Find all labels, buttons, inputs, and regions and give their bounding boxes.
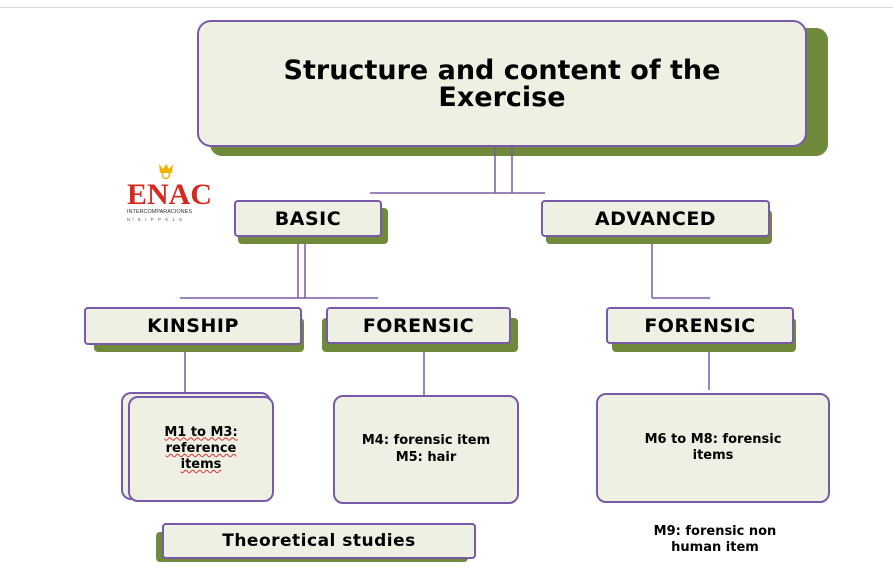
forensic-basic-label: FORENSIC — [362, 314, 475, 337]
kinship-label: KINSHIP — [147, 315, 239, 337]
advanced-box: ADVANCED — [541, 200, 770, 237]
diagram-title: Structure and content of the Exercise — [283, 54, 721, 113]
svg-text:Nº 8 / P P 0 1 9: Nº 8 / P P 0 1 9 — [127, 217, 183, 222]
basic-box: BASIC — [234, 200, 382, 237]
kinship-box: KINSHIP — [84, 307, 302, 345]
theoretical-label: Theoretical studies — [222, 531, 416, 551]
forensic-advanced-items-text: M6 to M8: forensic items — [644, 431, 782, 463]
forensic-basic-box: FORENSIC — [326, 307, 511, 344]
enac-logo: ENAC INTERCOMPARACIONES Nº 8 / P P 0 1 9 — [125, 162, 215, 226]
basic-label: BASIC — [274, 207, 342, 230]
forensic-advanced-box: FORENSIC — [606, 307, 794, 344]
advanced-label: ADVANCED — [594, 207, 717, 230]
forensic-basic-items-line1: M4: forensic item — [361, 433, 491, 449]
forensic-basic-items-line2: M5: hair — [395, 449, 457, 465]
theoretical-box: Theoretical studies — [162, 523, 476, 559]
forensic-advanced-label: FORENSIC — [644, 314, 756, 337]
top-divider — [0, 7, 893, 8]
enac-logo-graphic: ENAC INTERCOMPARACIONES Nº 8 / P P 0 1 9 — [127, 164, 212, 222]
forensic-advanced-items-box: M6 to M8: forensic items — [596, 393, 830, 503]
m9-text: M9: forensic non human item — [653, 524, 777, 555]
svg-text:ENAC: ENAC — [127, 178, 212, 211]
kinship-items-text: M1 to M3: reference items — [164, 424, 238, 473]
svg-text:INTERCOMPARACIONES: INTERCOMPARACIONES — [127, 209, 192, 215]
forensic-basic-items-box: M4: forensic item M5: hair — [333, 395, 519, 504]
m9-note: M9: forensic non human item — [630, 524, 800, 555]
kinship-items-box: M1 to M3: reference items — [128, 396, 274, 502]
title-box: Structure and content of the Exercise — [197, 20, 807, 147]
